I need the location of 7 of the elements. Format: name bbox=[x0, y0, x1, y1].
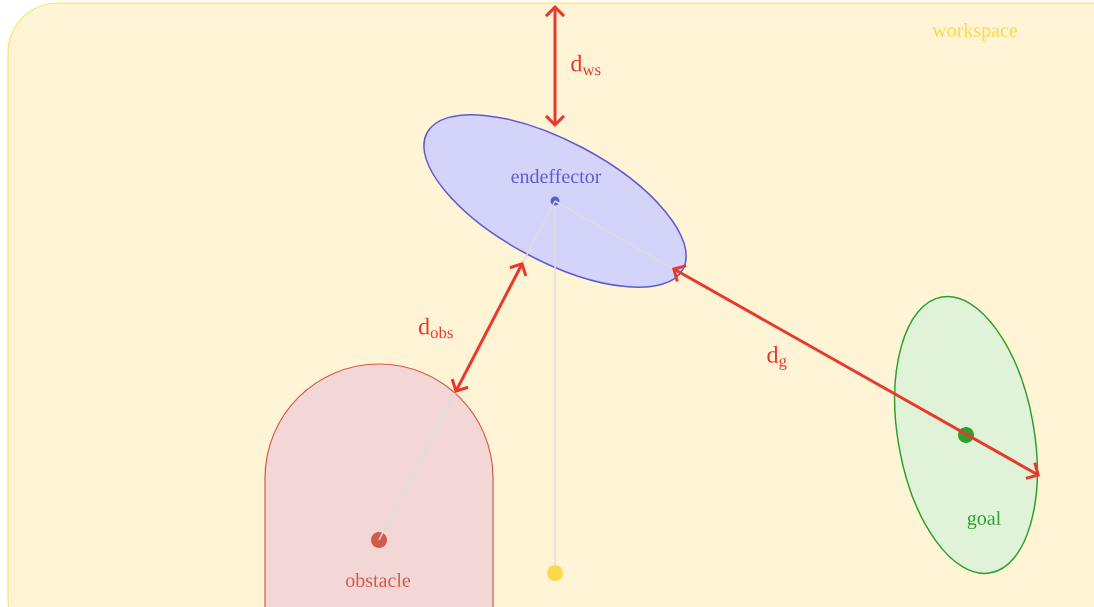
edge-label: d$_{ws}$ bbox=[571, 54, 601, 76]
double-arrow bbox=[544, 5, 566, 127]
edge-label: d$_{g}$ bbox=[767, 346, 787, 370]
double-arrow bbox=[450, 262, 528, 393]
base-dot bbox=[547, 565, 563, 581]
double-arrow bbox=[672, 264, 1040, 480]
edge-label: d$_{obs}$ bbox=[418, 317, 453, 339]
